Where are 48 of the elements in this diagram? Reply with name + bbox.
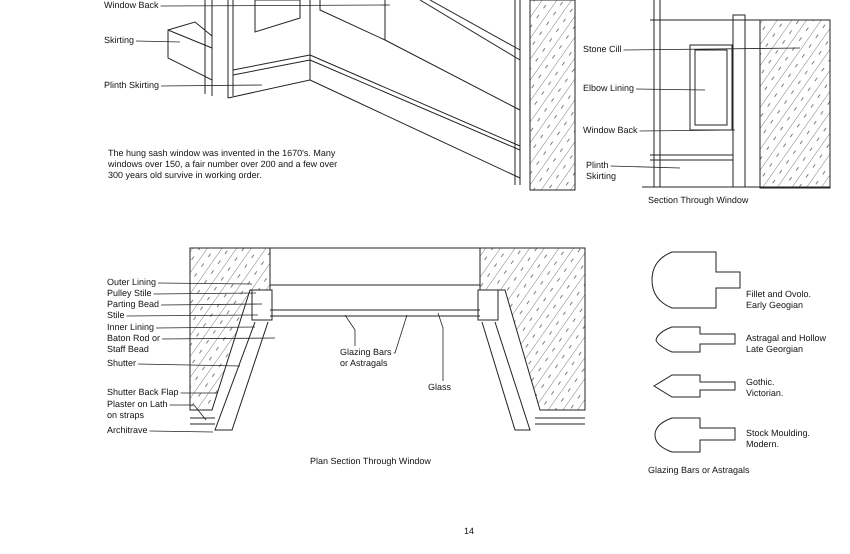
part-label: Parting Bead [107,299,160,310]
leader-line [344,314,356,346]
page-number: 14 [464,526,474,537]
part-label: Baton Rod or Staff Bead [107,333,167,355]
part-label: Architrave [107,425,148,436]
part-label: Plinth Skirting [104,80,160,91]
part-label: Shutter [107,358,136,369]
leader-line [162,338,276,340]
part-label: Stile [107,310,125,321]
leader-line [393,314,408,354]
leader-line [136,40,180,42]
leader-line [126,314,258,316]
part-label: Glazing Bars or Astragals [340,347,398,369]
leader-line [156,326,256,328]
leader-line [180,392,218,394]
part-label: Elbow Lining [583,83,634,94]
leader-line [438,312,444,382]
part-label: Window Back [104,0,159,11]
leader-line [160,84,262,86]
profile-label: Astragal and Hollow Late Georgian [746,333,828,355]
part-label: Pulley Stile [107,288,152,299]
part-label: Window Back [583,125,638,136]
part-label: Inner Lining [107,322,154,333]
part-label: Shutter Back Flap [107,387,179,398]
leader-line [158,282,252,284]
leader-line [160,4,390,6]
profile-label: Gothic. Victorian. [746,377,784,399]
leader-line [160,304,262,306]
leader-line [169,404,206,420]
part-label: Stone Cill [583,44,622,55]
leader-line [153,292,256,294]
leader-line [639,130,736,132]
leader-line [138,364,240,366]
part-label: Skirting [104,35,134,46]
part-label: Plaster on Lath on straps [107,399,169,421]
drawing-caption: Section Through Window [648,195,748,206]
part-label: Glass [428,382,452,393]
note-text: The hung sash window was invented in the 1670's. Many windows over 150, a fair number over 200 and a few over 300 years old survive in working order. [108,148,338,181]
drawing-caption: Glazing Bars or Astragals [648,465,750,476]
leader-line [149,430,214,432]
leader-line [623,48,800,50]
leader-line [636,88,706,90]
part-label: Plinth Skirting [586,160,628,182]
profile-label: Fillet and Ovolo. Early Geogian [746,289,812,311]
drawing-caption: Plan Section Through Window [310,456,431,467]
profile-label: Stock Moulding. Modern. [746,428,812,450]
part-label: Outer Lining [107,277,156,288]
leader-line [610,166,680,168]
